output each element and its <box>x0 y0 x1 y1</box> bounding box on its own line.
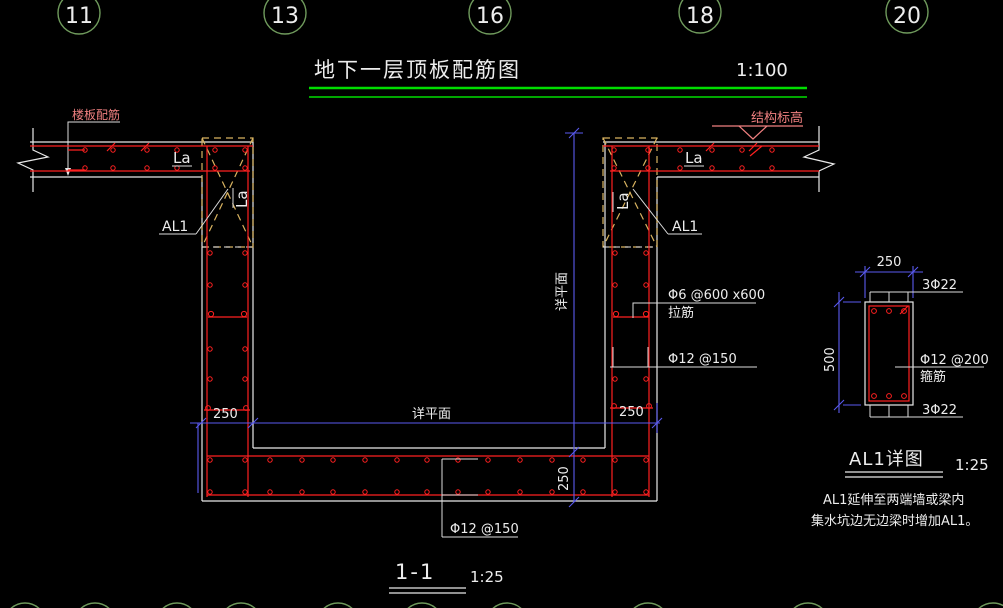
section-title-block: 1-1 1:25 <box>389 560 504 594</box>
al1-label-left: AL1 <box>159 188 229 235</box>
detail-concrete-outline <box>864 301 914 406</box>
grid-bubble-circle <box>885 0 929 34</box>
wall-dim-left-text: 250 <box>213 407 238 422</box>
structural-elevation-annotation: 结构标高 <box>712 110 803 157</box>
detail-bottom-bars-text: 3Φ22 <box>922 403 957 418</box>
detail-scale: 1:25 <box>955 456 989 474</box>
grid-bubble-label: 20 <box>893 4 921 29</box>
la-label-left-slab: La <box>173 149 191 167</box>
detail-stirrup-spec-text: Φ12 @200 <box>920 353 989 368</box>
leader-arrow <box>65 168 71 176</box>
detail-stirrup-name-text: 箍筋 <box>920 369 946 385</box>
elevation-level-icon <box>738 125 768 140</box>
grid-bubbles-top: 11 13 16 18 20 <box>57 0 929 35</box>
rebar-dots <box>82 147 775 495</box>
la-label-left-wall: La <box>233 190 251 208</box>
rebar-lines <box>30 142 819 497</box>
grid-bubble-circle <box>468 0 512 35</box>
grid-bubble-circle <box>678 0 722 34</box>
leader-line <box>67 121 120 172</box>
wall-dim-right-text: 250 <box>619 405 644 420</box>
concrete-outline <box>16 126 836 502</box>
detail-title-block: AL1详图 1:25 AL1延伸至两端墙或梁内 集水坑边无边梁时增加AL1。 <box>811 449 989 529</box>
al1-detail: 250 500 3Φ22 3Φ22 Φ12 @200 箍筋 <box>823 255 989 418</box>
wall-bar-spec-text: Φ12 @150 <box>668 352 737 367</box>
la-label-right-slab: La <box>685 149 703 167</box>
elevation-tick <box>749 145 763 157</box>
page-title: 地下一层顶板配筋图 <box>314 58 521 82</box>
drawing-title-block: 地下一层顶板配筋图 1:100 <box>309 58 807 98</box>
la-label-right-wall: La <box>614 192 632 210</box>
bottom-bar-spec-text: Φ12 @150 <box>450 522 519 537</box>
grid-bubble-circle <box>263 0 307 35</box>
tie-spec-text: Φ6 @600 x600 <box>668 288 765 303</box>
wall-bar-annotation: Φ12 @150 <box>610 347 757 368</box>
wall-dim-right: 250 <box>610 403 653 420</box>
section-scale: 1:25 <box>470 568 504 586</box>
bottom-bar-annotation: Φ12 @150 <box>441 458 519 538</box>
title-scale: 1:100 <box>736 60 788 81</box>
al1-text: AL1 <box>672 219 698 235</box>
break-symbol-left <box>16 128 50 192</box>
detail-note-2: 集水坑边无边梁时增加AL1。 <box>811 513 978 529</box>
al1-label-right: AL1 <box>632 188 702 235</box>
structural-elevation-label: 结构标高 <box>751 110 803 126</box>
grid-bubble-label: 16 <box>476 4 504 29</box>
tie-spec-annotation: Φ6 @600 x600 拉筋 <box>632 288 765 321</box>
detail-title: AL1详图 <box>849 449 924 470</box>
grid-bubble-label: 11 <box>65 4 93 29</box>
grid-bubble-label: 13 <box>271 4 299 29</box>
slab-rebar-annotation: 楼板配筋 <box>65 107 120 176</box>
wall-dim-left: 250 <box>204 405 250 422</box>
section-label: 1-1 <box>395 560 435 584</box>
grid-bubble-circle <box>57 0 101 35</box>
grid-bubbles-bottom <box>10 602 1003 608</box>
tie-name-text: 拉筋 <box>668 305 694 321</box>
see-plan-dim-h: 详平面 <box>412 407 451 422</box>
grid-bubble-label: 18 <box>686 4 714 29</box>
detail-stirrup <box>868 305 910 402</box>
detail-top-bars-text: 3Φ22 <box>922 278 957 293</box>
slab-rebar-label: 楼板配筋 <box>72 107 120 122</box>
blue-dimensions: 详平面 详平面 250 <box>190 127 663 508</box>
la-labels: La La La La <box>172 149 704 212</box>
detail-note-1: AL1延伸至两端墙或梁内 <box>823 492 964 508</box>
see-plan-dim-v: 详平面 <box>555 272 570 311</box>
break-symbol-right <box>802 126 836 192</box>
al1-text: AL1 <box>162 219 188 235</box>
detail-height-dim: 500 <box>823 347 838 372</box>
detail-width-dim: 250 <box>877 255 902 270</box>
slab-thickness-dim: 250 <box>557 466 572 491</box>
al1-beam-left <box>201 137 254 248</box>
